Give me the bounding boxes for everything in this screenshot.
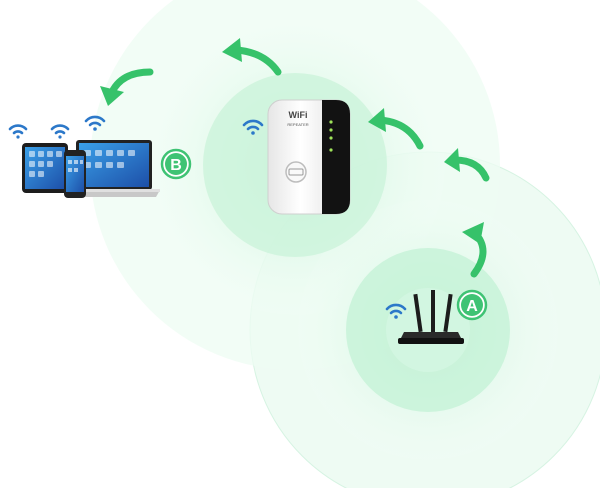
wps-button [285,161,307,183]
repeater-brand: WiFi [289,110,308,120]
badge-a: A [456,289,488,321]
repeater-model: REPEATER [287,122,308,127]
status-led [329,148,333,152]
tablet-icon [22,143,68,193]
status-led [329,128,333,132]
badge-b-label: B [170,157,182,174]
curved-arrow-icon [444,148,490,182]
repeater-icon: WiFi REPEATER [267,99,351,215]
badge-b: B [160,148,192,180]
curved-arrow-icon [222,38,282,76]
wifi-icon [385,303,407,319]
wifi-icon [8,124,28,139]
wifi-icon [84,115,106,131]
router-icon [398,290,464,344]
status-led [329,136,333,140]
wifi-icon [242,119,264,135]
curved-arrow-icon [462,222,487,278]
phone-icon [64,150,86,198]
signal-zones [90,0,600,488]
wifi-icon [50,124,70,139]
curved-arrow-icon [100,68,154,106]
laptop-icon [68,140,160,197]
status-led [329,120,333,124]
wifi-icons [8,115,407,319]
client-devices [22,140,160,198]
signal-arrows [100,38,490,278]
badge-a-label: A [466,298,478,315]
curved-arrow-icon [368,108,424,150]
